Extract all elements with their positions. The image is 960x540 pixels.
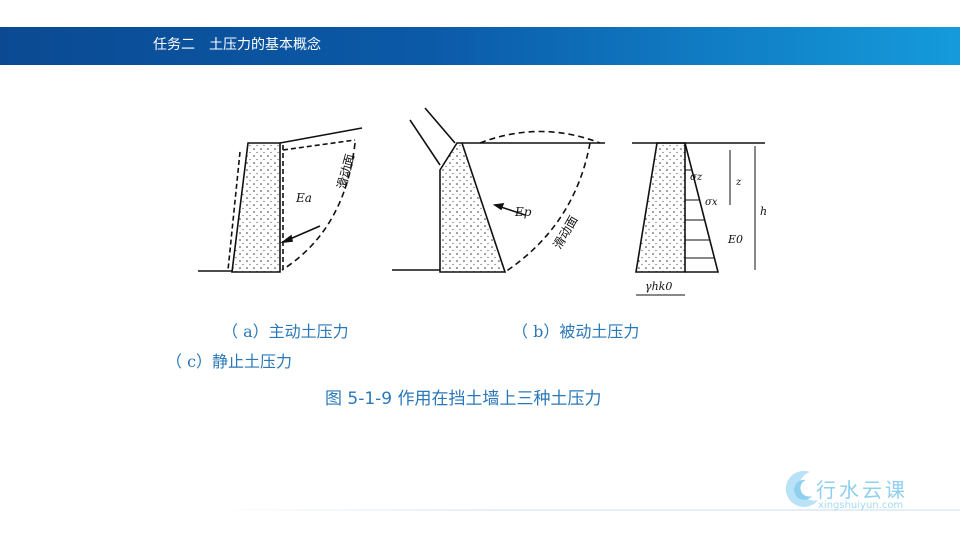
label-z: z xyxy=(735,177,742,188)
caption-c: （ c）静止土压力 xyxy=(166,352,293,371)
wave-logo-icon xyxy=(785,470,818,507)
panel-a-active xyxy=(198,127,363,273)
caption-a: （ a）主动土压力 xyxy=(222,322,349,341)
label-h: h xyxy=(760,205,767,218)
logo-name: 行水云课 xyxy=(816,478,908,502)
label-base: γhk0 xyxy=(645,280,672,293)
label-slip-b: 滑动面 xyxy=(550,213,580,251)
caption-b: （ b）被动土压力 xyxy=(512,322,640,341)
label-slip-a: 滑动面 xyxy=(334,152,357,190)
panel-c-at-rest xyxy=(632,142,765,296)
label-e0: E0 xyxy=(727,233,743,246)
header-bar xyxy=(0,27,960,65)
figure-title: 图 5-1-9 作用在挡土墙上三种土压力 xyxy=(325,389,602,409)
label-sigma-x: σx xyxy=(705,197,718,208)
slide-title: 任务二 土压力的基本概念 xyxy=(153,37,321,53)
panel-b-passive xyxy=(392,107,605,273)
label-sigma-z: σz xyxy=(690,172,703,183)
logo-url: xingshuiyun.com xyxy=(818,500,904,511)
retaining-wall-figure: Ea 滑动面 Ep 滑动面 σz σx z h E0 γhk0 xyxy=(198,107,767,296)
label-ea: Ea xyxy=(295,191,312,205)
label-ep: Ep xyxy=(514,205,532,219)
footer-divider xyxy=(208,509,960,511)
